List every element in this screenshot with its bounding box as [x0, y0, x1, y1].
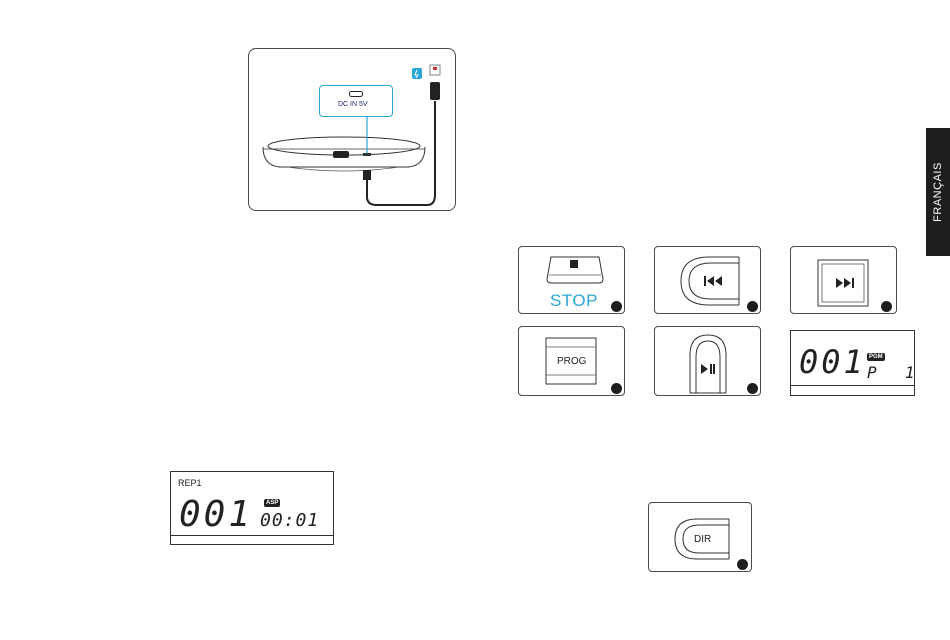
stop-icon — [570, 260, 578, 268]
prog-button-panel: PROG — [518, 326, 625, 396]
step-marker-dot — [737, 559, 748, 570]
dc-in-callout: DC IN 5V — [319, 85, 393, 117]
stop-button-illustration[interactable] — [545, 251, 605, 287]
step-marker-dot — [611, 301, 622, 312]
stop-label: STOP — [550, 291, 598, 311]
lcd-repeat-mode: REP1 — [178, 478, 202, 488]
skip-forward-icon — [835, 277, 855, 289]
step-marker-dot — [611, 383, 622, 394]
lcd-bottom-rule — [791, 385, 914, 386]
repeat-lcd-display: REP1 001 ASP 00:01 — [170, 471, 334, 545]
lcd-track-number: 001 — [179, 494, 253, 535]
next-button-panel — [790, 246, 897, 314]
power-connection-diagram: DC IN 5V — [248, 48, 456, 211]
skip-back-icon — [703, 275, 723, 287]
dir-label: DIR — [694, 534, 711, 545]
step-marker-dot — [747, 383, 758, 394]
lcd-track-number: 001 — [799, 343, 866, 381]
dc-port — [363, 153, 371, 156]
step-marker-dot — [881, 301, 892, 312]
stop-button-panel: STOP — [518, 246, 625, 314]
lcd-program-slot: P 1 — [867, 363, 918, 382]
power-diagram-illustration — [249, 49, 457, 212]
dir-button-panel: DIR — [648, 502, 752, 572]
play-pause-button-panel — [654, 326, 761, 396]
step-marker-dot — [747, 301, 758, 312]
prog-label: PROG — [557, 356, 586, 367]
lcd-pgm-badge: PGM — [867, 353, 885, 361]
language-tab-label: FRANÇAIS — [932, 162, 944, 222]
usb-connector-top — [430, 82, 440, 100]
dc-in-label: DC IN 5V — [338, 101, 368, 108]
lcd-bottom-rule — [171, 535, 333, 536]
lcd-elapsed-time: 00:01 — [260, 510, 319, 531]
language-tab: FRANÇAIS — [926, 128, 950, 256]
program-lcd-display: 001 PGM P 1 — [790, 330, 915, 396]
play-pause-icon — [700, 363, 716, 375]
lcd-asp-badge: ASP — [264, 499, 280, 507]
usb-plug-bottom — [363, 170, 371, 180]
usb-port-icon — [349, 91, 363, 97]
player-switch — [333, 151, 349, 158]
previous-button-panel — [654, 246, 761, 314]
